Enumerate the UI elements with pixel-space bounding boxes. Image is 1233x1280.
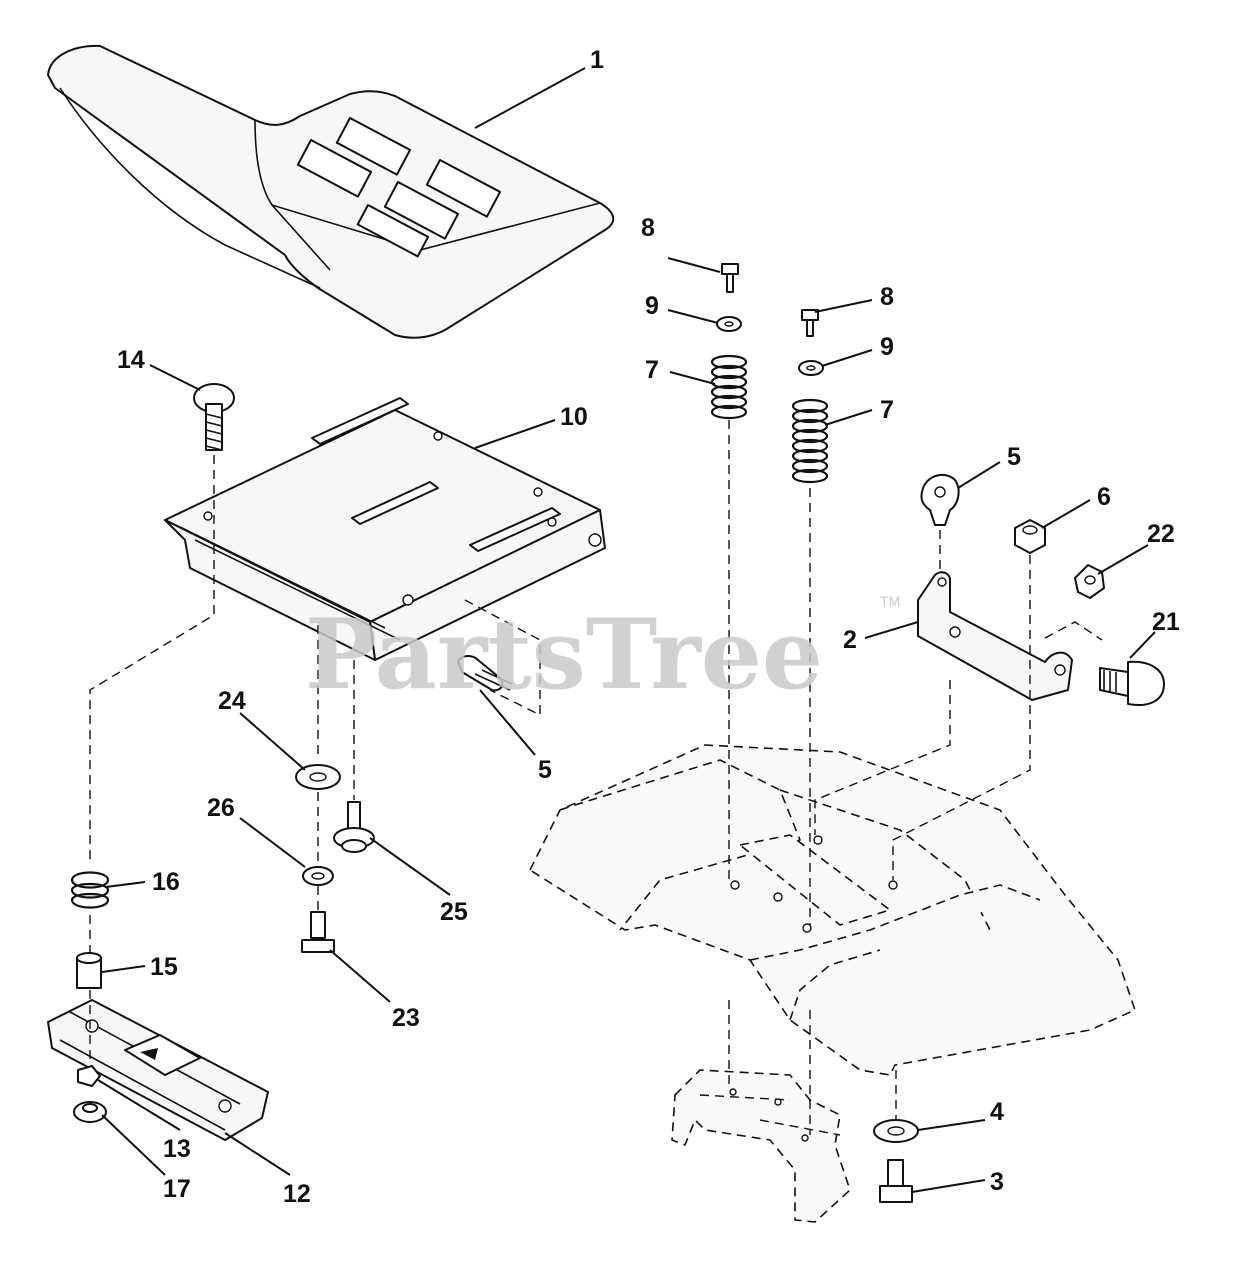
- hex-nut-13: [77, 1065, 101, 1087]
- lock-washer-26: [302, 866, 334, 886]
- spring-16: [70, 871, 110, 909]
- shoulder-bolt-25: [333, 801, 375, 853]
- callout-26: 26: [207, 794, 235, 822]
- nut-22: [1074, 564, 1105, 599]
- callout-22: 22: [1147, 520, 1175, 548]
- washer-24: [295, 764, 341, 790]
- callout-9-left: 9: [645, 292, 659, 320]
- callout-24: 24: [218, 687, 246, 715]
- watermark-text: PartsTree: [305, 598, 823, 711]
- leader-lines: [97, 67, 1156, 1193]
- seat: [47, 44, 615, 339]
- spring-7-right: [791, 398, 829, 484]
- callout-21: 21: [1152, 608, 1180, 636]
- callout-14: 14: [117, 346, 145, 374]
- spacer-15: [76, 952, 102, 989]
- washer-9-left: [716, 316, 742, 332]
- bolt-23: [301, 911, 335, 953]
- callout-15: 15: [150, 953, 178, 981]
- frame: [529, 744, 1136, 1223]
- callout-4: 4: [990, 1098, 1004, 1126]
- callout-25: 25: [440, 898, 468, 926]
- bolt-8-left: [721, 263, 739, 293]
- shoulder-bolt-21: [1099, 660, 1165, 706]
- clip-5-left: [457, 655, 513, 692]
- callout-9-right: 9: [880, 333, 894, 361]
- lock-nut-6: [1014, 519, 1046, 554]
- callout-7-left: 7: [645, 356, 659, 384]
- bracket-12: [47, 999, 269, 1141]
- callout-1: 1: [590, 46, 604, 74]
- washer-9-right: [798, 360, 824, 376]
- callout-8-left: 8: [641, 214, 655, 242]
- seat-pan: [164, 397, 606, 661]
- callout-17: 17: [163, 1175, 191, 1203]
- watermark-trademark: TM: [880, 593, 900, 609]
- carriage-bolt: [193, 383, 235, 451]
- washer-4: [873, 1119, 919, 1143]
- callout-12: 12: [283, 1180, 311, 1208]
- bolt-3: [879, 1159, 913, 1203]
- callout-23: 23: [392, 1004, 420, 1032]
- callout-5-right: 5: [1007, 443, 1021, 471]
- alignment-lines: [89, 420, 1103, 1135]
- clip-5-right: [920, 473, 960, 526]
- callout-7-right: 7: [880, 396, 894, 424]
- callout-8-right: 8: [880, 283, 894, 311]
- callout-16: 16: [152, 868, 180, 896]
- flange-nut-17: [73, 1101, 107, 1123]
- bolt-8-right: [801, 309, 819, 337]
- callout-5-left: 5: [538, 756, 552, 784]
- callout-6: 6: [1097, 483, 1111, 511]
- pivot-bracket-2: [917, 571, 1073, 701]
- callout-13: 13: [163, 1135, 191, 1163]
- callout-3: 3: [990, 1168, 1004, 1196]
- callout-2: 2: [843, 626, 857, 654]
- callout-10: 10: [560, 403, 588, 431]
- spring-7-left: [710, 354, 748, 420]
